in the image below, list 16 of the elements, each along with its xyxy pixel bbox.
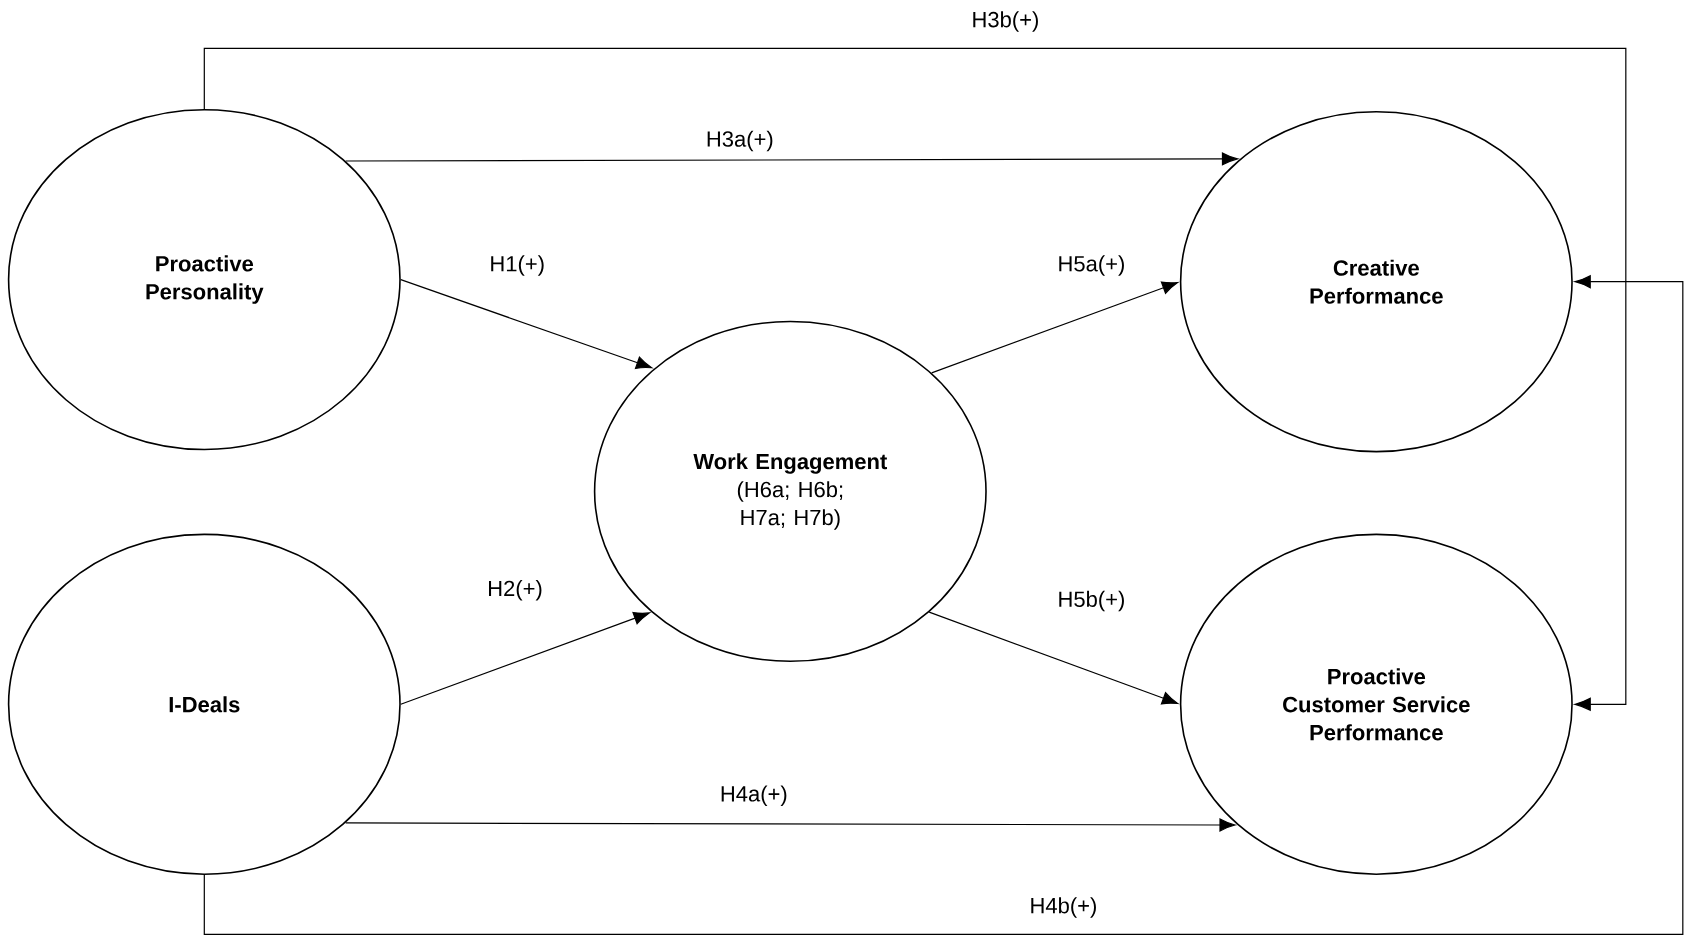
arrow <box>203 275 1684 935</box>
arrow <box>931 281 1179 374</box>
arrow <box>345 152 1239 166</box>
edge-label: H2(+) <box>485 578 545 603</box>
edge-label: H5b(+) <box>1055 588 1128 614</box>
edge-label: H3a(+) <box>703 128 776 154</box>
edge-label: H3b(+) <box>969 9 1042 34</box>
arrow <box>400 612 650 705</box>
edge-label: H4a(+) <box>717 783 790 808</box>
arrow <box>400 279 653 369</box>
arrow <box>345 818 1236 832</box>
arrow <box>203 47 1627 711</box>
edge-label: H5a(+) <box>1055 253 1128 278</box>
edge-label: H1(+) <box>487 253 547 278</box>
edge-label: H4b(+) <box>1027 895 1100 920</box>
arrow <box>928 611 1179 705</box>
